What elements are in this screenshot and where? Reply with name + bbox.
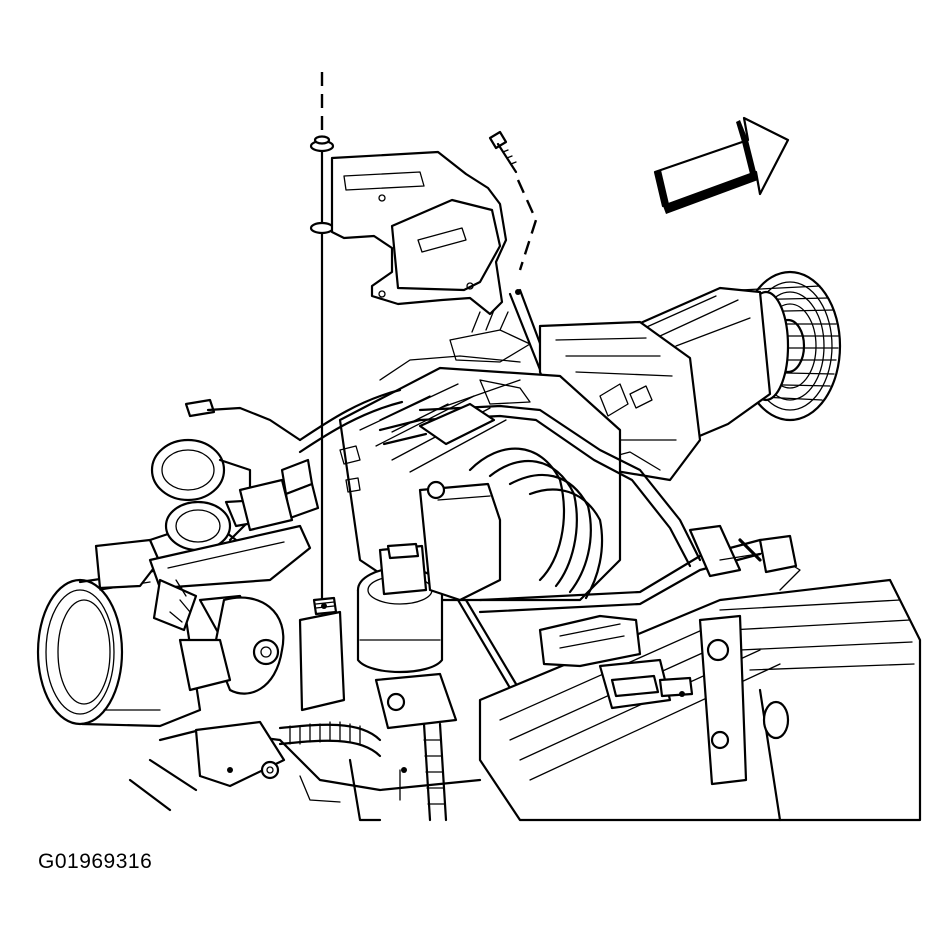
plenum-cover	[418, 480, 502, 602]
supercharger-housing	[538, 286, 772, 482]
pcv-housing	[150, 398, 302, 552]
vacuum-hoses	[298, 388, 428, 493]
injector-harness	[478, 524, 801, 710]
bolt-icon	[488, 130, 538, 271]
wiring-conduit	[278, 721, 448, 822]
egr-valve	[356, 542, 458, 730]
washer-icon	[309, 221, 335, 235]
sensor-connector-stack	[238, 458, 346, 712]
fuel-rail	[418, 402, 702, 568]
front-of-vehicle-arrow-icon	[653, 116, 790, 214]
hardware-details	[227, 289, 762, 773]
nut-icon	[309, 135, 335, 153]
engine-block-lower	[128, 720, 482, 822]
heat-shield-bracket	[330, 150, 508, 316]
throttle-linkage	[148, 524, 312, 695]
figure-id-label: G01969316	[38, 850, 153, 873]
valve-cover-right	[478, 578, 922, 822]
